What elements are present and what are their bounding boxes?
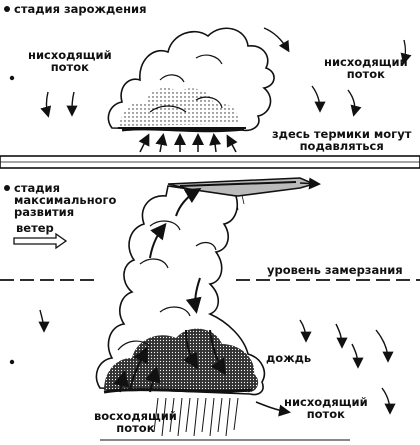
label-line: поток xyxy=(50,60,89,74)
updraft-label: восходящий поток xyxy=(94,410,177,434)
wind-arrow xyxy=(13,232,68,250)
stage2-updraft-arrows xyxy=(113,187,227,393)
label-line: поток xyxy=(346,67,385,81)
stage1-cloud xyxy=(107,27,275,133)
label-line: восходящий xyxy=(94,409,177,423)
label-line: нисходящий xyxy=(28,48,112,62)
label-line: развития xyxy=(14,205,75,219)
freezing-level-label: уровень замерзания xyxy=(267,263,403,277)
label-line: здесь термики могут xyxy=(272,127,412,141)
stage1-title: стадия зарождения xyxy=(4,3,146,15)
stage1-downdraft-left-label: нисходящий поток xyxy=(28,49,112,73)
stage2-downdraft-arrows xyxy=(9,309,396,415)
stage1-downdraft-right-label: нисходящий поток xyxy=(324,56,408,80)
stage2-downdraft-label: нисходящий поток xyxy=(284,396,368,420)
wind-label: ветер xyxy=(16,221,54,235)
section-separator xyxy=(0,155,420,169)
thermals-note-label: здесь термики могут подавляться xyxy=(272,128,411,152)
label-line: нисходящий xyxy=(324,55,408,69)
label-line: максимального xyxy=(14,193,117,207)
bullet-icon xyxy=(4,185,10,191)
stage1-updraft-arrows xyxy=(138,133,238,153)
stage1-title-text: стадия зарождения xyxy=(14,2,147,16)
label-line: поток xyxy=(306,407,345,421)
stage1-downdraft-arrows xyxy=(9,27,412,118)
label-line: стадия xyxy=(4,182,116,194)
label-line: подавляться xyxy=(299,139,384,153)
label-line: поток xyxy=(116,421,155,435)
rain-label: дождь xyxy=(266,351,312,365)
stage2-title-line1: стадия xyxy=(14,181,60,195)
rain-streaks xyxy=(153,397,239,437)
outflow-arrow xyxy=(255,401,291,417)
bullet-icon xyxy=(4,6,10,12)
stage2-cloud xyxy=(95,185,266,396)
label-line: нисходящий xyxy=(284,395,368,409)
stage2-title: стадия максимального развития xyxy=(4,182,116,218)
